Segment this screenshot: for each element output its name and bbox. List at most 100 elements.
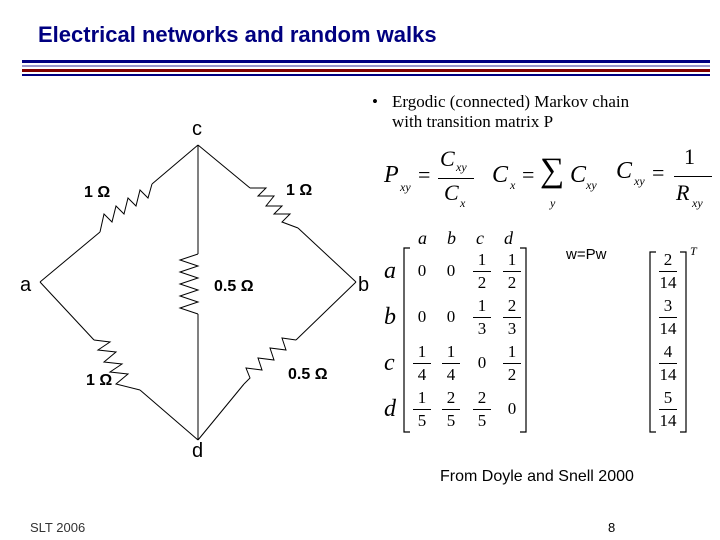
stationary-equation-label: w=Pw (566, 246, 607, 263)
fraction-numerator: 5 (663, 388, 673, 407)
fraction-bar (659, 317, 677, 318)
fraction-bar (413, 409, 431, 410)
bullet-item: • Ergodic (connected) Markov chain with … (372, 92, 698, 132)
fraction-denominator: 4 (446, 365, 456, 384)
fraction-bar (473, 409, 491, 410)
title-rule (22, 69, 710, 72)
vector-bracket-right (680, 251, 687, 433)
fraction-denominator: 5 (417, 411, 427, 430)
matrix-col-header: d (504, 228, 513, 248)
formula-subscript: xy (692, 196, 703, 210)
formula-p: P (384, 162, 399, 188)
fraction-bar (659, 271, 677, 272)
formula-subscript: y (550, 196, 556, 210)
title-rule (22, 74, 710, 76)
title-rule (22, 60, 710, 63)
fraction-numerator: 2 (446, 388, 456, 407)
matrix-cell: 0 (417, 261, 427, 280)
node-c-label: c (192, 118, 202, 140)
resistor-cd-label: 0.5 Ω (214, 278, 254, 295)
bullet-text-line2: with transition matrix P (392, 112, 554, 131)
formula-sum: ∑ (540, 152, 565, 189)
formula-subscript: xy (400, 180, 411, 194)
fraction-bar (442, 409, 460, 410)
title-rule (22, 65, 710, 67)
matrix-cell: 0 (446, 261, 456, 280)
formula-equals: = (418, 162, 431, 187)
matrix-cell: 0 (417, 307, 427, 326)
bullet-dot: • (372, 92, 378, 111)
transpose-superscript: T (690, 244, 697, 258)
matrix-col-header: c (476, 228, 484, 248)
fraction-bar (503, 271, 521, 272)
fraction-denominator: 3 (507, 319, 517, 338)
slide-title: Electrical networks and random walks (38, 22, 437, 47)
formula-c: C (440, 146, 455, 171)
fraction-denominator: 2 (477, 273, 487, 292)
matrix-col-header: b (447, 228, 456, 248)
fraction-bar (659, 409, 677, 410)
resistor-cb-label: 1 Ω (286, 182, 313, 199)
formula-c: C (444, 180, 459, 205)
resistor-bd-label: 0.5 Ω (288, 366, 328, 383)
node-a-label: a (20, 274, 32, 296)
fraction-numerator: 1 (477, 250, 487, 269)
fraction-denominator: 5 (477, 411, 487, 430)
fraction-bar (473, 271, 491, 272)
formula-one: 1 (684, 144, 695, 169)
fraction-bar (503, 363, 521, 364)
fraction-numerator: 1 (507, 250, 517, 269)
resistor-ad-label: 1 Ω (86, 372, 113, 389)
matrix-col-header: a (418, 228, 427, 248)
formula-subscript: x (460, 196, 466, 210)
source-credit: From Doyle and Snell 2000 (440, 468, 634, 485)
fraction-numerator: 2 (663, 250, 673, 269)
formula-subscript: xy (586, 178, 597, 192)
fraction-numerator: 1 (446, 342, 456, 361)
resistor-ac-label: 1 Ω (84, 184, 111, 201)
node-b-label: b (358, 274, 370, 296)
fraction-denominator: 14 (659, 365, 677, 384)
fraction-denominator: 2 (507, 365, 517, 384)
formula-c: C (492, 162, 509, 188)
page-number: 8 (608, 520, 616, 535)
fraction-denominator: 5 (446, 411, 456, 430)
matrix-cell: 0 (477, 353, 487, 372)
matrix-row-header: c (384, 350, 395, 376)
matrix-row-header: b (384, 304, 396, 330)
fraction-denominator: 14 (659, 319, 677, 338)
formula-equals: = (522, 162, 535, 187)
fraction-numerator: 1 (417, 342, 427, 361)
matrix-bracket-right (520, 247, 527, 433)
fraction-numerator: 4 (663, 342, 673, 361)
formula-c: C (616, 158, 633, 184)
fraction-bar (659, 363, 677, 364)
formula-row: P xy = C xy C x C x = ∑ y C xy C xy = 1 … (384, 144, 714, 212)
fraction-numerator: 1 (507, 342, 517, 361)
fraction-numerator: 2 (507, 296, 517, 315)
matrix-bracket-left (403, 247, 410, 433)
fraction-bar (503, 317, 521, 318)
fraction-denominator: 14 (659, 273, 677, 292)
resistor-ac (99, 183, 153, 233)
resistor-cd (178, 253, 200, 315)
fraction-bar (438, 178, 474, 179)
matrix-cell: 0 (507, 399, 517, 418)
fraction-bar (413, 363, 431, 364)
matrix-cell: 0 (446, 307, 456, 326)
resistor-ad (93, 339, 141, 391)
matrix-row-header: a (384, 258, 396, 284)
